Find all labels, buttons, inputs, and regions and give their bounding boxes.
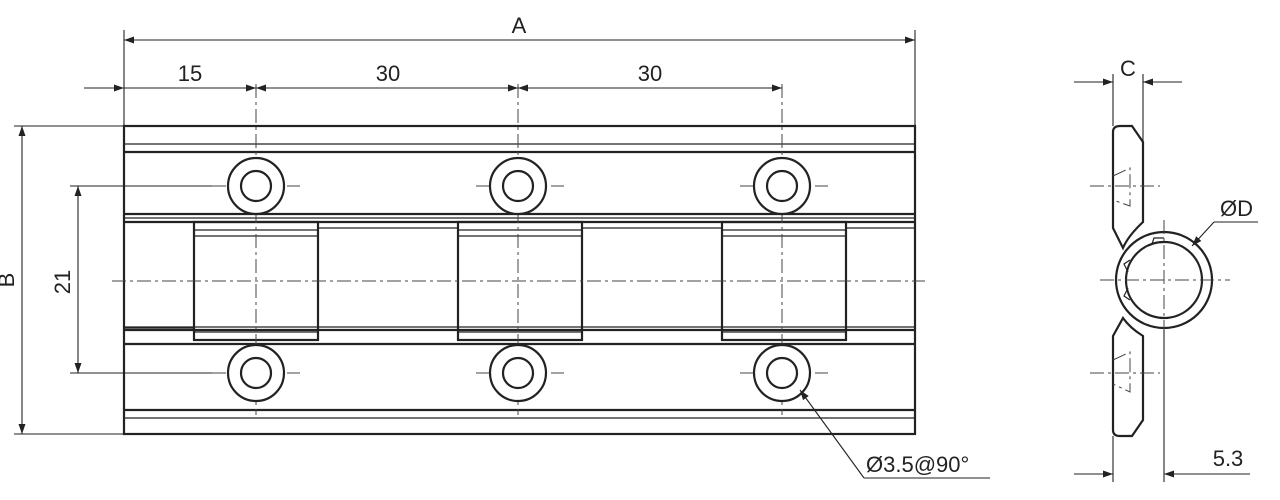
dim-label-30-first: 30 (376, 61, 400, 86)
dim-label-d: ØD (1220, 196, 1253, 221)
dim-label-c: C (1120, 56, 1136, 81)
dimension-21: 21 (50, 185, 212, 374)
dim-label-a: A (512, 13, 527, 38)
dimension-d: ØD (1191, 196, 1258, 247)
dim-label-b: B (0, 273, 19, 288)
dimension-5-3: 5.3 (1074, 330, 1250, 482)
dimension-hole-spacing: 15 30 30 (84, 61, 782, 92)
dim-label-5-3: 5.3 (1213, 446, 1244, 471)
dim-label-15: 15 (178, 61, 202, 86)
side-top-leaf (1111, 124, 1145, 251)
front-view (112, 84, 925, 436)
mounting-holes (226, 156, 812, 403)
dimension-b: B (0, 125, 124, 435)
hinge-outline (122, 124, 917, 436)
dim-label-21: 21 (50, 270, 75, 294)
side-bottom-leaf (1111, 315, 1145, 438)
side-view (1090, 124, 1230, 438)
hole-spec-label: Ø3.5@90° (866, 452, 969, 477)
dim-label-30-second: 30 (638, 61, 662, 86)
dimension-c: C (1074, 56, 1182, 142)
dimension-a: A (123, 13, 916, 126)
callout-hole-spec: Ø3.5@90° (799, 389, 990, 479)
